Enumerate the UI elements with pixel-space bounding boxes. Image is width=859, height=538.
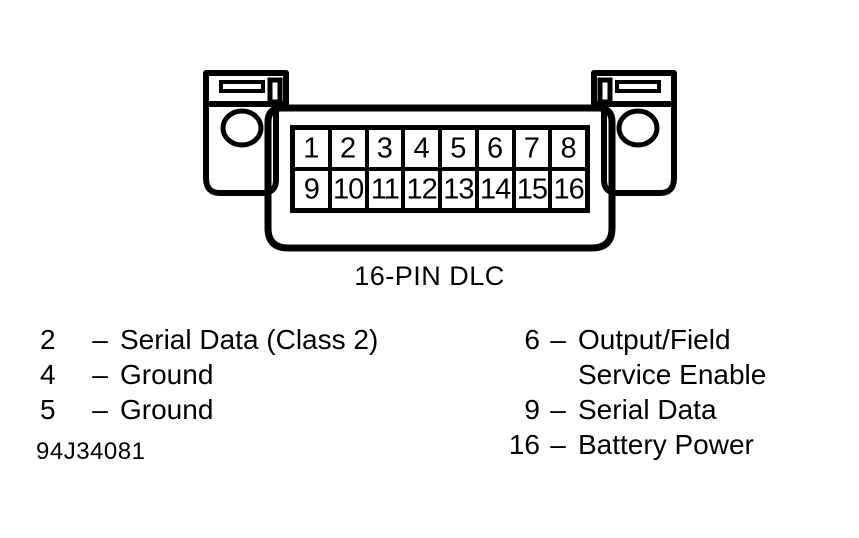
- pin-number: 6: [487, 132, 504, 164]
- left-mounting-ear: [203, 70, 289, 196]
- pin-cell[interactable]: 14: [478, 171, 512, 208]
- legend-separator: –: [92, 359, 108, 390]
- legend-row: 2 – Serial Data (Class 2): [38, 322, 378, 357]
- pin-number: 14: [479, 173, 511, 205]
- legend-row: 6 – Output/Field: [498, 322, 766, 357]
- right-ear-body: [591, 70, 677, 196]
- pin-number: 8: [560, 132, 577, 164]
- pin-cell[interactable]: 12: [405, 171, 438, 208]
- connector-caption: 16-PIN DLC: [354, 261, 505, 291]
- legend-pin-number: 5: [40, 394, 56, 425]
- pin-number: 16: [553, 173, 584, 205]
- legend-pin-number: 6: [524, 324, 540, 355]
- pin-number: 13: [443, 173, 474, 205]
- left-ear-body: [203, 70, 289, 196]
- legend-row: 4 – Ground: [38, 357, 378, 392]
- pin-number: 12: [406, 173, 437, 205]
- pin-cell[interactable]: 3: [368, 130, 402, 167]
- left-ear-tab-slot: [219, 80, 265, 93]
- legend-separator: –: [92, 324, 108, 355]
- pin-number: 1: [303, 132, 320, 164]
- legend-description: Serial Data (Class 2): [120, 324, 379, 355]
- right-ear-tab-slot: [615, 80, 661, 93]
- pin-cell[interactable]: 9: [295, 171, 328, 208]
- right-ear-tab-notch: [597, 77, 613, 105]
- legend-separator: –: [550, 429, 566, 460]
- right-ear-bolt-hole: [616, 108, 660, 148]
- pin-cell[interactable]: 13: [442, 171, 475, 208]
- legend-row-continuation: – Service Enable: [498, 357, 766, 392]
- legend-description: Battery Power: [578, 429, 754, 460]
- legend-description: Ground: [120, 359, 214, 390]
- pin-number: 2: [340, 132, 357, 164]
- right-mounting-ear: [591, 70, 677, 196]
- legend-description: Serial Data: [578, 394, 717, 425]
- left-ear-bolt-hole: [220, 108, 264, 148]
- pin-number: 10: [332, 173, 364, 205]
- legend-description: Service Enable: [578, 359, 767, 390]
- legend-row: 5 – Ground: [38, 392, 378, 427]
- pin-number: 7: [523, 132, 540, 164]
- pin-number: 11: [370, 173, 400, 205]
- legend-pin-number: 16: [508, 429, 540, 460]
- connector-illustration: 1 2 3 4 5 6 7 8 9 10 11 12 13 14 15 16: [190, 60, 690, 260]
- pin-legend: 2 – Serial Data (Class 2) 4 – Ground 5 –…: [0, 322, 859, 462]
- pin-cell[interactable]: 2: [331, 130, 365, 167]
- pin-cell[interactable]: 7: [515, 130, 549, 167]
- legend-column-right: 6 – Output/Field – Service Enable 9 – Se…: [498, 322, 767, 462]
- legend-description: Ground: [120, 394, 214, 425]
- pin-number: 4: [413, 132, 430, 164]
- pin-cell[interactable]: 15: [515, 171, 549, 208]
- left-ear-tab-notch: [267, 77, 283, 105]
- legend-separator: –: [550, 324, 566, 355]
- legend-separator: –: [550, 394, 566, 425]
- pin-number: 9: [303, 173, 320, 205]
- pin-cell[interactable]: 16: [552, 171, 585, 208]
- pin-row-bottom: 9 10 11 12 13 14 15 16: [295, 171, 585, 208]
- legend-row: 9 – Serial Data: [498, 392, 766, 427]
- pin-grid: 1 2 3 4 5 6 7 8 9 10 11 12 13 14 15 16: [290, 125, 590, 213]
- connector-shell-outline: [264, 104, 616, 252]
- pin-number: 3: [376, 132, 393, 164]
- pin-number: 15: [516, 173, 548, 205]
- pin-cell[interactable]: 6: [478, 130, 512, 167]
- pin-row-top: 1 2 3 4 5 6 7 8: [295, 130, 585, 167]
- pin-cell[interactable]: 10: [331, 171, 365, 208]
- legend-pin-number: 4: [40, 359, 56, 390]
- pin-cell[interactable]: 5: [442, 130, 475, 167]
- pin-number: 5: [450, 132, 467, 164]
- pin-cell[interactable]: 1: [295, 130, 328, 167]
- legend-pin-number: 2: [40, 324, 56, 355]
- figure-id-label: 94J34081: [36, 438, 146, 465]
- pin-cell[interactable]: 8: [552, 130, 585, 167]
- legend-column-left: 2 – Serial Data (Class 2) 4 – Ground 5 –…: [38, 322, 378, 427]
- legend-row: 16 – Battery Power: [498, 427, 766, 462]
- legend-description: Output/Field: [578, 324, 731, 355]
- pin-cell[interactable]: 4: [405, 130, 438, 167]
- legend-pin-number: 9: [524, 394, 540, 425]
- connector-outline-svg: [203, 70, 677, 252]
- pin-cell[interactable]: 11: [368, 171, 402, 208]
- legend-separator: –: [92, 394, 108, 425]
